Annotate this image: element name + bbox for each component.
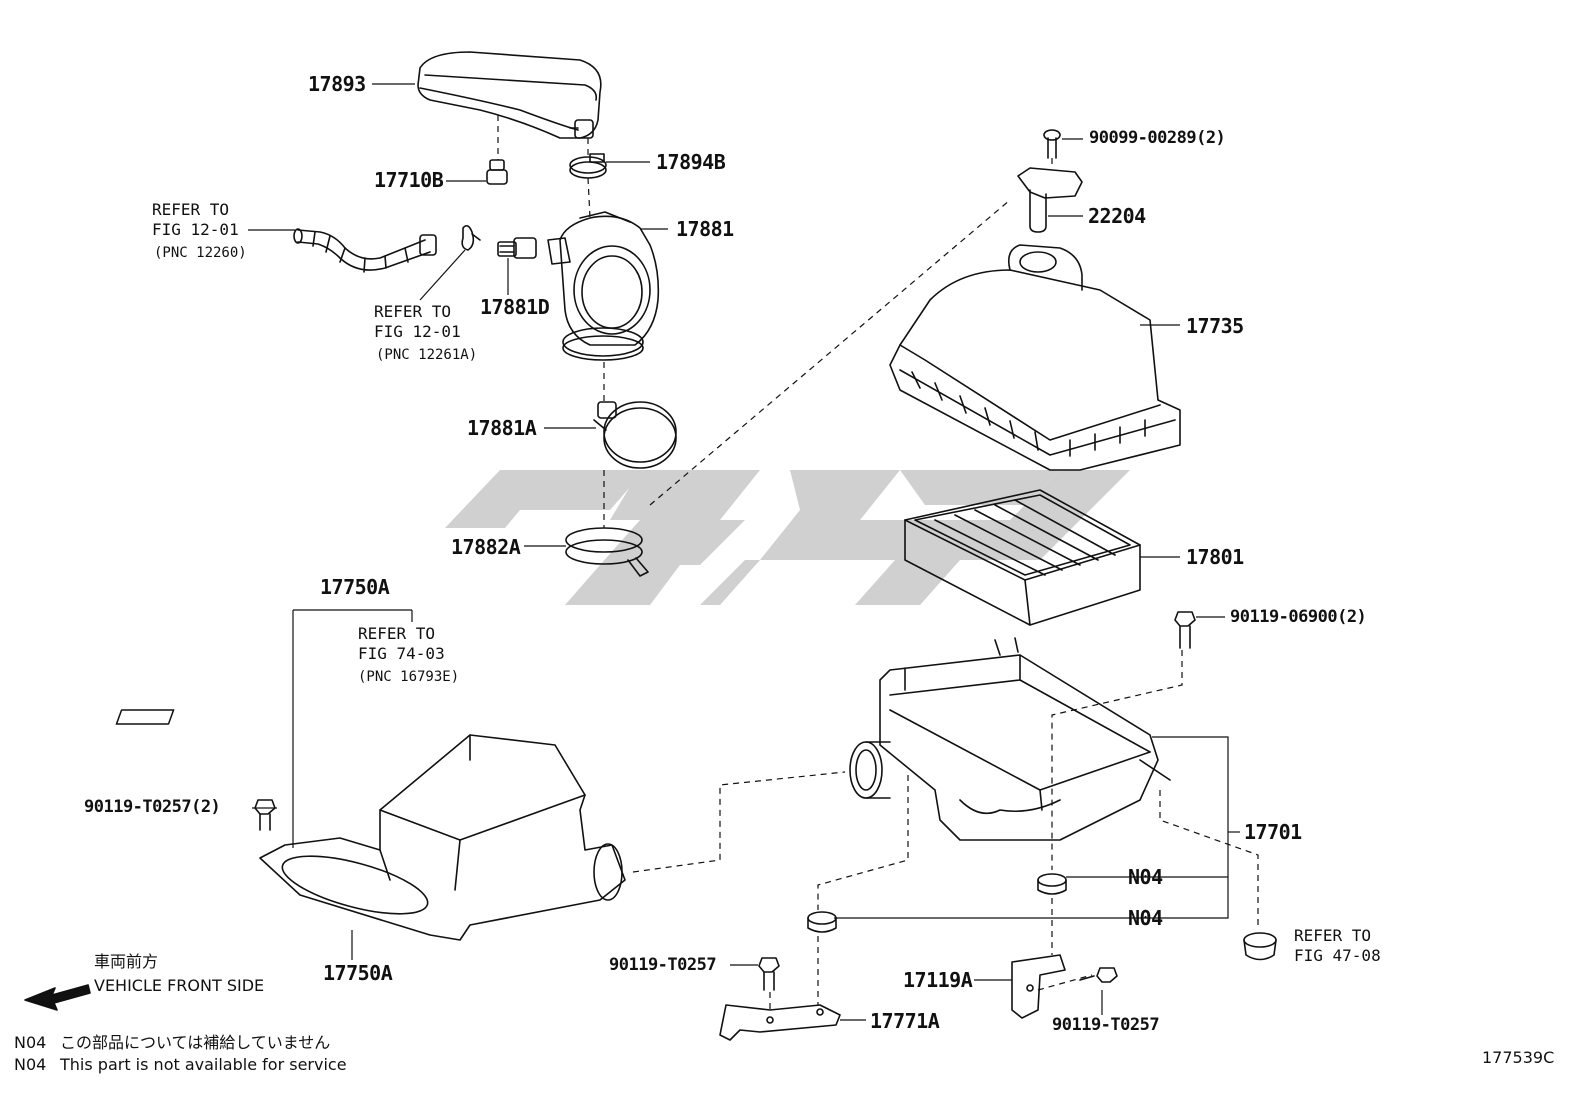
bracket-17119A	[1011, 954, 1066, 1019]
grommet-n04-a	[1037, 873, 1067, 895]
label-17882A: 17882A	[451, 535, 521, 559]
front-arrow-icon	[24, 984, 91, 1011]
ref1-line1: REFER TO	[152, 200, 230, 219]
ref1-line2: FIG 12-01	[152, 220, 239, 239]
ref3-line3: (PNC 16793E)	[358, 669, 460, 685]
ref1-line3: (PNC 12260)	[154, 245, 247, 261]
intake-connector-17881	[547, 211, 660, 361]
ref3-line2: FIG 74-03	[358, 644, 445, 663]
watermark-logo	[445, 470, 1130, 605]
ref2-line1: REFER TO	[374, 302, 452, 321]
label-90119-T0257-b: 90119-T0257	[1052, 1015, 1160, 1035]
label-17771A: 17771A	[870, 1009, 940, 1033]
label-90119-T0257-a: 90119-T0257	[609, 955, 717, 975]
dashed-guides	[497, 115, 1259, 1010]
grommet-47-08	[1243, 932, 1277, 961]
bracket-17771A	[719, 1004, 841, 1041]
figure-id: 177539C	[1482, 1048, 1555, 1067]
connector-17881D	[497, 237, 537, 259]
clamp-17882A	[565, 527, 649, 577]
ref2-line2: FIG 12-01	[374, 322, 461, 341]
clamp-17881A	[593, 401, 677, 469]
airbox-lower-17701	[849, 637, 1171, 841]
note1-code: N04	[14, 1033, 47, 1052]
air-filter-17801	[904, 489, 1141, 626]
resonator-17893	[417, 51, 602, 139]
label-17881D: 17881D	[480, 295, 550, 319]
front-side-label-jp: 車両前方	[94, 952, 159, 971]
label-17881A: 17881A	[467, 416, 537, 440]
clamp-17894B	[569, 153, 607, 179]
label-17894B: 17894B	[656, 150, 726, 174]
label-17119A: 17119A	[903, 968, 973, 992]
note1-text: この部品については補給していません	[60, 1033, 331, 1052]
front-side-label-en: VEHICLE FRONT SIDE	[94, 976, 265, 995]
airbox-cap-17735	[889, 244, 1181, 471]
note2-text: This part is not available for service	[60, 1055, 347, 1074]
label-17801: 17801	[1186, 545, 1244, 569]
label-17881: 17881	[676, 217, 734, 241]
grommet-17710B	[486, 159, 508, 185]
sensor-22204	[1017, 167, 1083, 233]
bolt-90119-T0257-a	[758, 957, 780, 991]
bolt-90119-T0257-2	[254, 799, 276, 831]
label-17710B: 17710B	[374, 168, 444, 192]
clip-12261A	[461, 224, 481, 251]
ref2-line3: (PNC 12261A)	[376, 347, 478, 363]
ref4-line2: FIG 47-08	[1294, 946, 1381, 965]
note2-code: N04	[14, 1055, 47, 1074]
label-90119-06900: 90119-06900(2)	[1230, 607, 1367, 627]
bolt-90119-T0257-b	[1079, 967, 1118, 983]
label-17893: 17893	[308, 72, 366, 96]
hose-12260	[293, 228, 437, 273]
label-90099-00289: 90099-00289(2)	[1089, 128, 1226, 148]
ref4-line1: REFER TO	[1294, 926, 1372, 945]
label-17735: 17735	[1186, 314, 1244, 338]
label-n04-b: N04	[1128, 906, 1163, 930]
label-22204: 22204	[1088, 204, 1146, 228]
bolt-90099	[1043, 129, 1061, 159]
ref3-line1: REFER TO	[358, 624, 436, 643]
label-17701: 17701	[1244, 820, 1302, 844]
bolt-90119-06900	[1174, 611, 1196, 649]
label-17750A-bottom: 17750A	[323, 961, 393, 985]
label-90119-T0257-2: 90119-T0257(2)	[84, 797, 221, 817]
label-17750A-top: 17750A	[320, 575, 390, 599]
inlet-duct-17750A	[115, 709, 626, 941]
leader-lines	[248, 83, 1240, 1021]
label-n04-a: N04	[1128, 865, 1163, 889]
grommet-n04-b	[807, 911, 837, 933]
